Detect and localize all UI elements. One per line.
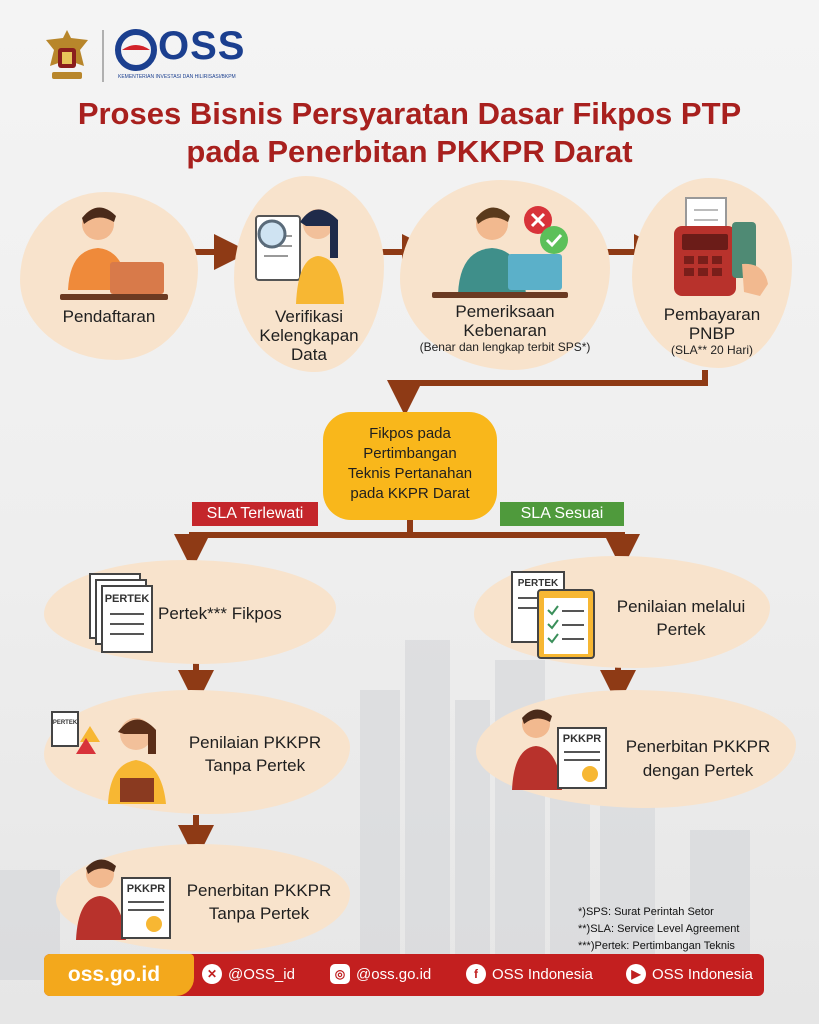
document-magnifier-icon — [255, 209, 344, 304]
person-certificate-icon: PKKPR — [512, 709, 607, 790]
left-label-penilaian-1: Penilaian PKKPR — [188, 733, 322, 752]
footer-site-badge[interactable]: oss.go.id — [44, 954, 194, 996]
step-label-pembayaran-1: Pembayaran — [663, 305, 761, 324]
instagram-icon: ◎ — [330, 964, 350, 984]
payment-terminal-icon — [674, 197, 768, 296]
step-label-verifikasi-3: Data — [291, 345, 327, 364]
footer-site: oss.go.id — [67, 963, 161, 986]
person-check-cross-icon — [432, 206, 568, 298]
footer-facebook-link[interactable]: f OSS Indonesia — [466, 964, 593, 984]
footnote-sla: **)SLA: Service Level Agreement — [578, 923, 740, 935]
left-label-penerbitan-1: Penerbitan PKKPR — [186, 881, 332, 900]
page-title: Proses Bisnis Persyaratan Dasar Fikpos P… — [77, 96, 742, 131]
right-label-penilaian-1: Penilaian melalui — [616, 597, 746, 616]
background-building — [600, 780, 655, 980]
step-label-verifikasi-1: Verifikasi — [274, 307, 344, 326]
center-box — [323, 412, 497, 520]
center-box-line4: pada KKPR Darat — [350, 485, 470, 502]
footer-x-link[interactable]: ✕ @OSS_id — [202, 964, 295, 984]
garuda-emblem — [38, 26, 96, 86]
footnote-pertek: ***)Pertek: Pertimbangan Teknis — [578, 940, 735, 952]
right-label-penerbitan-2: dengan Pertek — [642, 761, 754, 780]
pkkpr-doc-label: PKKPR — [563, 733, 602, 745]
step-label-pendaftaran: Pendaftaran — [62, 307, 156, 326]
left-blob-penilaian — [44, 690, 350, 814]
oss-logo-text: OSS — [158, 24, 246, 68]
page-title-line2: pada Penerbitan PKKPR Darat — [186, 134, 633, 169]
logo-divider — [102, 30, 104, 82]
footnote-sps: *)SPS: Surat Perintah Setor — [578, 906, 714, 918]
person-laptop-icon — [60, 207, 168, 300]
footer-facebook: OSS Indonesia — [492, 965, 593, 983]
center-box-line1: Fikpos pada — [369, 425, 451, 442]
footer-instagram: @oss.go.id — [356, 965, 432, 983]
step-label-pemeriksaan-2: Kebenaran — [463, 321, 547, 340]
tag-sla-terlewati: SLA Terlewati — [192, 502, 318, 526]
person-warning-icon: PERTEK — [51, 711, 166, 804]
footer-instagram-link[interactable]: ◎ @oss.go.id — [330, 964, 431, 984]
facebook-icon: f — [466, 964, 486, 984]
person-certificate-icon: PKKPR — [76, 859, 171, 940]
right-label-penerbitan-1: Penerbitan PKKPR — [625, 737, 771, 756]
ministry-text: KEMENTERIAN INVESTASI DAN HILIRISASI/BKP… — [118, 74, 236, 80]
step-sub-pemeriksaan: (Benar dan lengkap terbit SPS*) — [419, 340, 591, 354]
tag-sla-sesuai: SLA Sesuai — [500, 502, 624, 526]
footer-youtube-link[interactable]: ▶ OSS Indonesia — [626, 964, 753, 984]
footer-x: @OSS_id — [228, 965, 295, 983]
left-label-penilaian-2: Tanpa Pertek — [204, 756, 306, 775]
left-label-pertek: Pertek*** Fikpos — [158, 604, 282, 623]
left-label-penerbitan-2: Tanpa Pertek — [208, 904, 310, 923]
step-sub-pembayaran: (SLA** 20 Hari) — [670, 343, 754, 357]
right-label-penilaian-2: Pertek — [656, 620, 706, 639]
x-icon: ✕ — [202, 964, 222, 984]
pertek-documents-icon: PERTEK — [89, 573, 153, 653]
oss-logo: OSS KEMENTERIAN INVESTASI DAN HILIRISASI… — [114, 24, 244, 84]
background-building — [405, 640, 450, 980]
pkkpr-doc-label: PKKPR — [127, 883, 166, 895]
center-box-line2: Pertimbangan — [363, 445, 457, 462]
pertek-doc-label: PERTEK — [105, 593, 150, 605]
pertek-checklist-icon: PERTEK — [511, 571, 595, 659]
center-box-line3: Teknis Pertanahan — [347, 465, 473, 482]
background-building — [360, 690, 400, 980]
pertek-small-label: PERTEK — [53, 720, 78, 726]
footer-youtube: OSS Indonesia — [652, 965, 753, 983]
youtube-icon: ▶ — [626, 964, 646, 984]
step-label-pemeriksaan-1: Pemeriksaan — [455, 302, 555, 321]
pertek-checklist-label: PERTEK — [518, 578, 559, 589]
step-label-verifikasi-2: Kelengkapan — [259, 326, 359, 345]
step-label-pembayaran-2: PNBP — [688, 324, 736, 343]
